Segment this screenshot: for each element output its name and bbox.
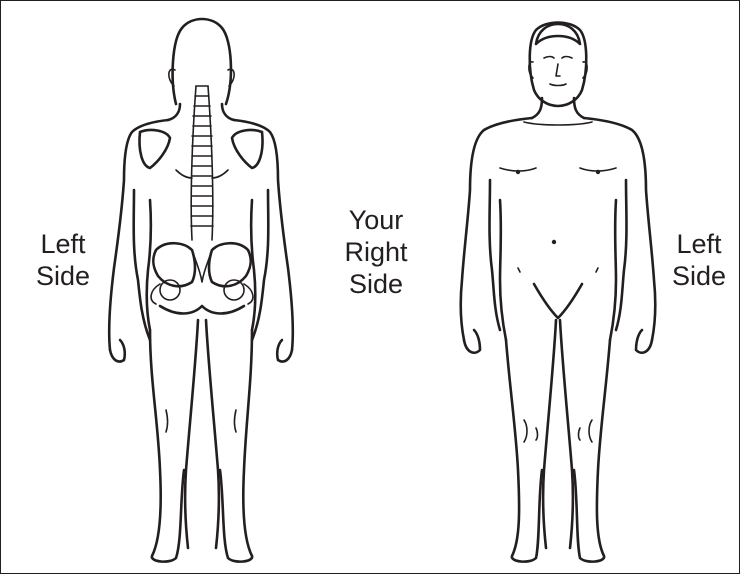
your-right-side-label: Your Right Side [333,204,419,300]
your-right-side-label-line3: Side [333,268,419,300]
front-left-side-label-line2: Side [664,260,734,292]
body-back-icon [109,19,293,562]
back-left-side-label-line1: Left [28,228,98,260]
back-left-side-label-line2: Side [28,260,98,292]
front-left-side-label: Left Side [664,228,734,292]
your-right-side-label-line2: Right [333,236,419,268]
front-left-side-label-line1: Left [664,228,734,260]
back-left-side-label: Left Side [28,228,98,292]
your-right-side-label-line1: Your [333,204,419,236]
body-front-icon [461,23,656,562]
